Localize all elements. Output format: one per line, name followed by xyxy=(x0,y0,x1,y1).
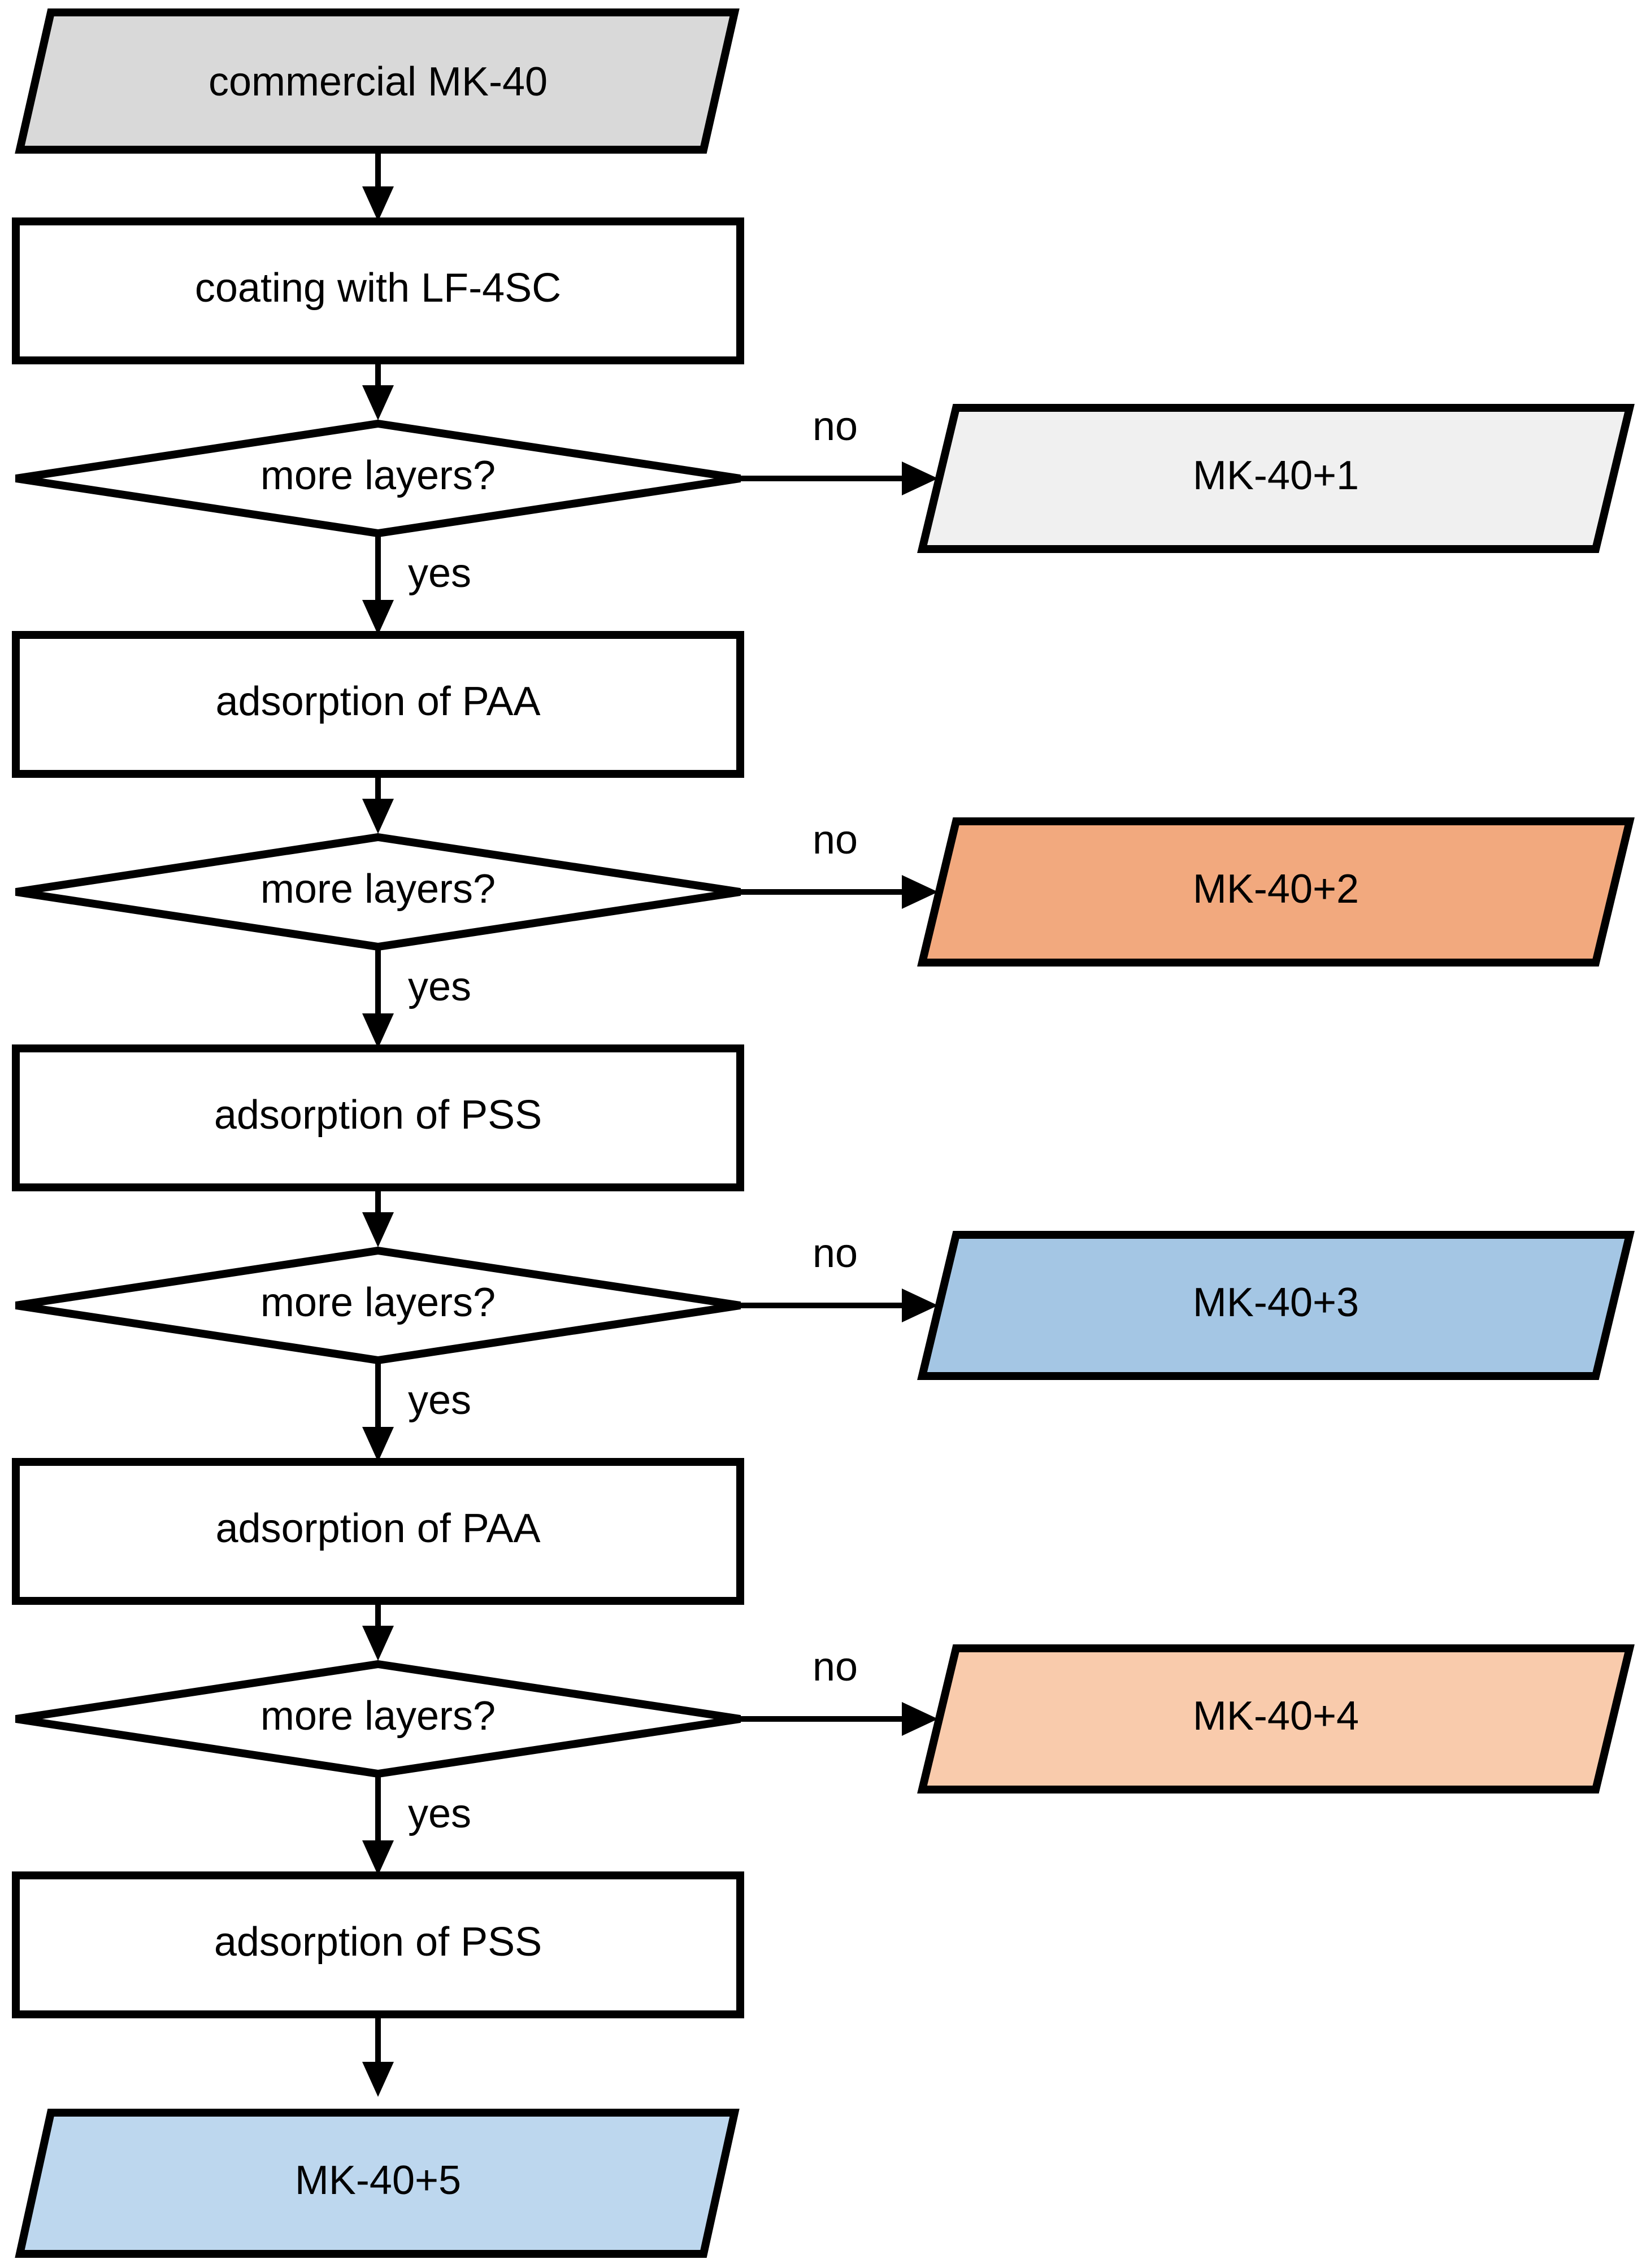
proc5-label: adsorption of PSS xyxy=(214,1919,542,1965)
node-prod5[interactable]: MK-40+5 xyxy=(15,2109,740,2258)
dec4-label: more layers? xyxy=(260,1694,496,1739)
prod5-shape[interactable] xyxy=(15,2109,740,2258)
node-prod3[interactable]: MK-40+3 xyxy=(917,1231,1635,1380)
dec2-shape[interactable] xyxy=(15,833,741,951)
node-dec1[interactable]: more layers? xyxy=(15,419,741,538)
dec4-shape[interactable] xyxy=(15,1660,741,1778)
start-label: commercial MK-40 xyxy=(209,59,548,105)
prod2-shape[interactable] xyxy=(917,817,1635,967)
node-prod2[interactable]: MK-40+2 xyxy=(917,817,1635,967)
node-start[interactable]: commercial MK-40 xyxy=(15,8,740,154)
dec1-label: more layers? xyxy=(260,453,496,498)
edge-label-no-1: no xyxy=(813,404,858,449)
node-dec3[interactable]: more layers? xyxy=(15,1246,741,1365)
node-proc2[interactable]: adsorption of PAA xyxy=(12,631,744,778)
prod3-label: MK-40+3 xyxy=(1193,1280,1359,1325)
edge-dec3-to-prod3 xyxy=(740,1288,938,1322)
proc4-label: adsorption of PAA xyxy=(215,1506,540,1551)
edge-proc3-to-dec3 xyxy=(362,1187,394,1247)
edge-label-yes-1: yes xyxy=(408,551,471,596)
prod4-shape[interactable] xyxy=(917,1644,1635,1793)
edge-label-yes-2: yes xyxy=(408,964,471,1009)
node-prod1[interactable]: MK-40+1 xyxy=(917,404,1635,553)
dec3-shape[interactable] xyxy=(15,1246,741,1365)
prod4-label: MK-40+4 xyxy=(1193,1694,1359,1739)
edge-label-no-2: no xyxy=(813,817,858,863)
edge-dec1-to-proc2 xyxy=(362,537,394,635)
proc3-shape[interactable] xyxy=(12,1044,744,1191)
proc1-label: coating with LF-4SC xyxy=(195,265,561,311)
node-proc1[interactable]: coating with LF-4SC xyxy=(12,217,744,364)
edge-dec1-to-prod1 xyxy=(740,462,938,495)
edge-label-yes-3: yes xyxy=(408,1378,471,1423)
prod3-shape[interactable] xyxy=(917,1231,1635,1380)
node-prod4[interactable]: MK-40+4 xyxy=(917,1644,1635,1793)
edge-proc2-to-dec2 xyxy=(362,774,394,834)
edge-dec2-to-proc3 xyxy=(362,950,394,1048)
edge-dec3-to-proc4 xyxy=(362,1364,394,1462)
node-proc5[interactable]: adsorption of PSS xyxy=(12,1871,744,2018)
dec3-label: more layers? xyxy=(260,1280,496,1325)
dec2-label: more layers? xyxy=(260,867,496,912)
proc2-label: adsorption of PAA xyxy=(215,679,540,724)
node-dec4[interactable]: more layers? xyxy=(15,1660,741,1778)
edge-proc1-to-dec1 xyxy=(362,360,394,420)
node-proc3[interactable]: adsorption of PSS xyxy=(12,1044,744,1191)
edge-dec2-to-prod2 xyxy=(740,875,938,909)
proc1-shape[interactable] xyxy=(12,217,744,364)
edge-label-no-3: no xyxy=(813,1231,858,1276)
edge-dec4-to-prod4 xyxy=(740,1702,938,1736)
dec1-shape[interactable] xyxy=(15,419,741,538)
prod1-label: MK-40+1 xyxy=(1193,453,1359,498)
edge-label-no-4: no xyxy=(813,1644,858,1690)
edge-label-yes-4: yes xyxy=(408,1791,471,1836)
proc3-label: adsorption of PSS xyxy=(214,1092,542,1138)
edge-start-to-proc1 xyxy=(362,154,394,221)
edge-proc5-to-prod5 xyxy=(362,2014,394,2097)
proc2-shape[interactable] xyxy=(12,631,744,778)
prod5-label: MK-40+5 xyxy=(295,2158,461,2203)
prod1-shape[interactable] xyxy=(917,404,1635,553)
proc5-shape[interactable] xyxy=(12,1871,744,2018)
node-proc4[interactable]: adsorption of PAA xyxy=(12,1458,744,1605)
prod2-label: MK-40+2 xyxy=(1193,867,1359,912)
node-dec2[interactable]: more layers? xyxy=(15,833,741,951)
edge-proc4-to-dec4 xyxy=(362,1601,394,1661)
start-shape[interactable] xyxy=(15,8,740,154)
edge-dec4-to-proc5 xyxy=(362,1777,394,1875)
proc4-shape[interactable] xyxy=(12,1458,744,1605)
